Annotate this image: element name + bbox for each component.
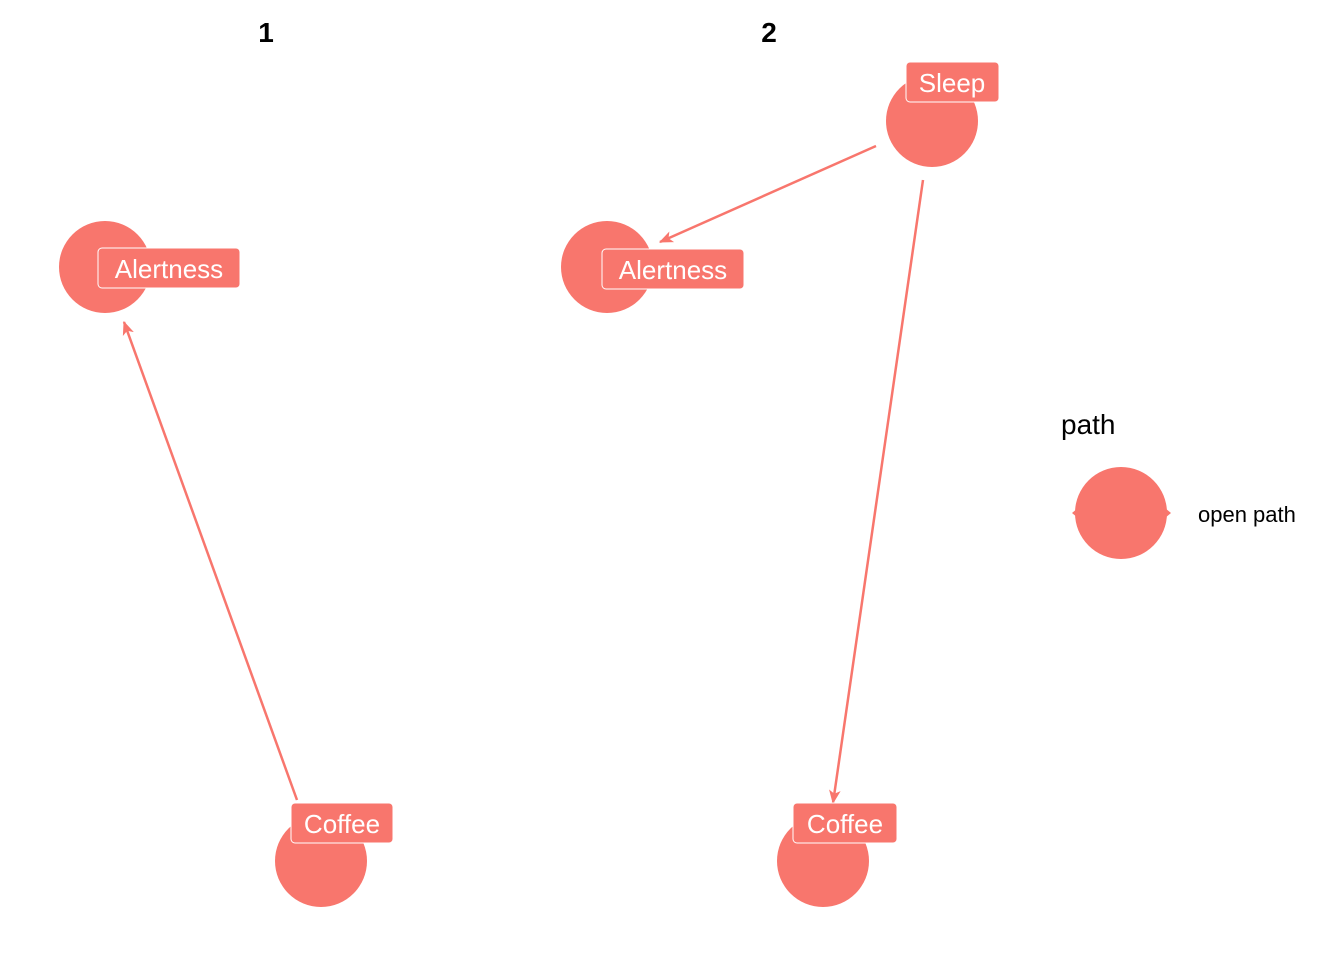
legend-key-circle [1075,467,1167,559]
node-label: Alertness [619,255,727,285]
edge-coffee-to-alertness [122,320,299,801]
panel-1-edges [122,320,299,801]
edge-sleep-to-coffee [829,179,925,805]
legend-item-open-path: open path [1072,467,1296,559]
node-coffee: Coffee [777,802,898,907]
node-label: Coffee [304,809,380,839]
edge-sleep-to-alertness [658,144,877,244]
legend-item-label: open path [1198,502,1296,527]
node-label-box [290,802,394,844]
panel-1-title: 1 [258,17,274,48]
legend-key-arrow-right [1165,508,1171,518]
node-label-box [792,802,898,844]
node-alertness: Alertness [561,221,745,313]
node-coffee: Coffee [275,802,394,907]
legend: path open path [1061,409,1296,559]
panel-2: 2 Sleep Alertness Coffee [561,17,1000,907]
panel-1-nodes: Alertness Coffee [59,221,394,907]
node-label-box [601,248,745,290]
panel-2-title: 2 [761,17,777,48]
node-label: Coffee [807,809,883,839]
panel-2-nodes: Sleep Alertness Coffee [561,61,1000,907]
legend-key-arrow-left [1072,508,1078,518]
node-alertness: Alertness [59,221,241,313]
node-label-box [905,61,1000,103]
node-label-box [97,247,241,289]
legend-title: path [1061,409,1116,440]
node-label: Alertness [115,254,223,284]
node-sleep: Sleep [886,61,1000,167]
panel-2-edges [658,144,925,805]
panel-1: 1 Alertness Coffee [59,17,394,907]
node-label: Sleep [919,68,986,98]
